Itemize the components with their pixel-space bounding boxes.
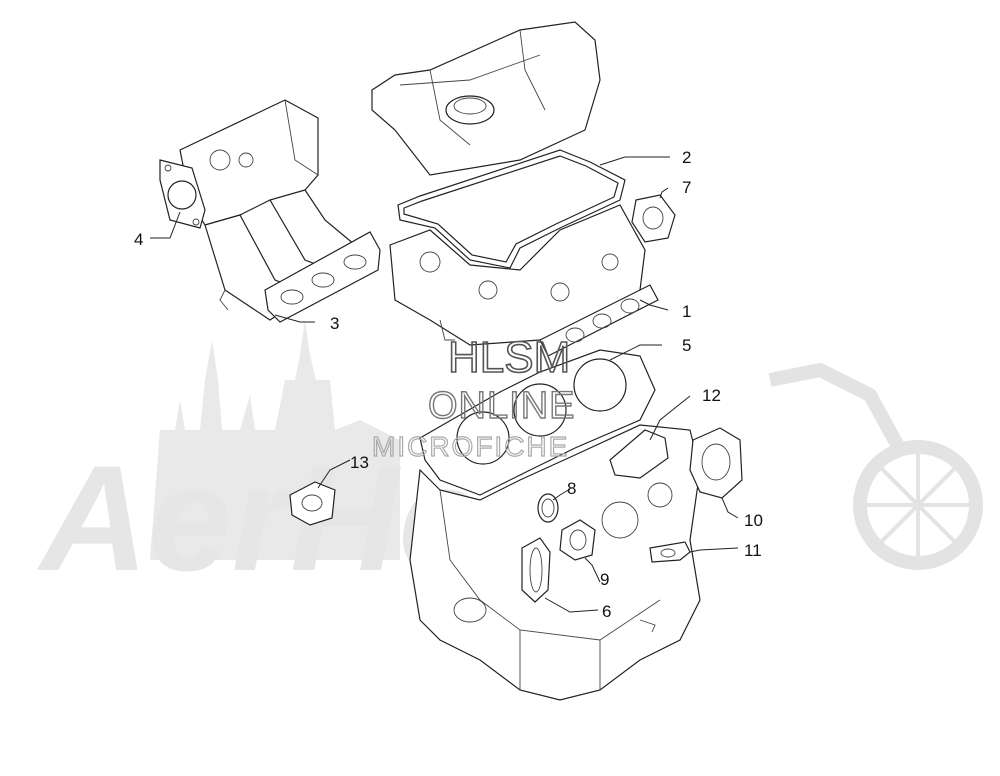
callout-12: 12: [702, 386, 721, 405]
callout-13: 13: [350, 453, 369, 472]
gasket-13: [289, 481, 336, 526]
watermark-line-3: MICROFICHE: [372, 431, 569, 462]
callout-5: 5: [682, 336, 691, 355]
callout-labels: 2 7 1 5 3 4 12 10 11 8 9 6 13: [134, 148, 763, 621]
watermark-line-2: ONLINE: [428, 385, 575, 427]
valve-cover-gasket: [397, 149, 626, 269]
throttle-body-gasket: [159, 159, 206, 229]
callout-7: 7: [682, 178, 691, 197]
hlsm-watermark: HLSM ONLINE MICROFICHE: [371, 332, 575, 462]
callout-9: 9: [600, 570, 609, 589]
leader-lines: [150, 156, 739, 613]
gasket-11: [649, 541, 691, 563]
seal-6: [521, 537, 551, 603]
gasket-12: [609, 429, 669, 479]
city-skyline-silhouette: [150, 320, 400, 560]
callout-1: 1: [682, 302, 691, 321]
oil-filler-cap: [445, 95, 495, 125]
callout-6: 6: [602, 602, 611, 621]
callout-2: 2: [682, 148, 691, 167]
motorcycle-wheel-spokes: [860, 447, 976, 563]
gasket-10: [689, 427, 743, 499]
callout-10: 10: [744, 511, 763, 530]
cylinder-head-gasket: [419, 349, 656, 496]
callout-8: 8: [567, 479, 576, 498]
exhaust-manifold-gasket: [539, 284, 659, 357]
valve-cover: [371, 21, 601, 176]
cylinder-head: [389, 204, 646, 346]
callout-3: 3: [330, 314, 339, 333]
gasket-9: [559, 519, 596, 561]
gasket-7: [631, 194, 676, 243]
o-ring-8: [537, 493, 559, 523]
callout-11: 11: [744, 541, 762, 560]
engine-block: [409, 424, 701, 701]
watermark-line-1: HLSM: [448, 333, 570, 382]
intake-manifold-gasket: [264, 231, 381, 323]
callout-4: 4: [134, 230, 143, 249]
